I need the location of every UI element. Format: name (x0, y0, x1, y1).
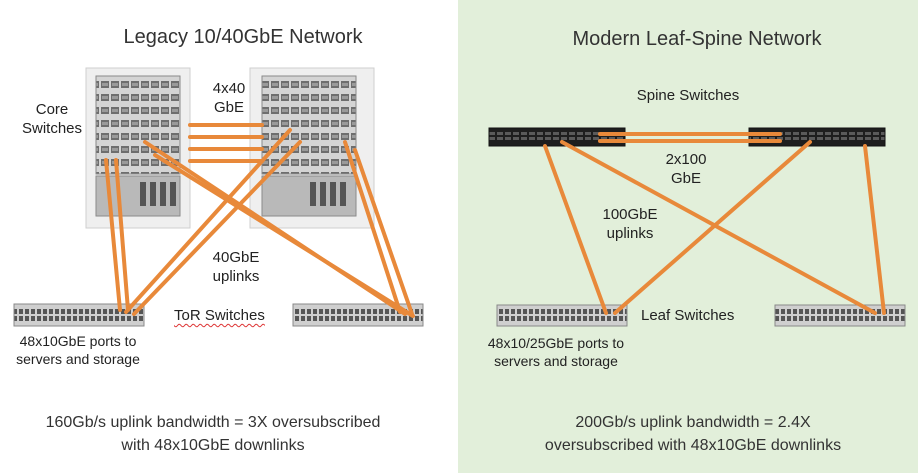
spine-switch-right (748, 127, 886, 147)
modern-title: Modern Leaf-Spine Network (572, 28, 822, 50)
legacy-uplinks-label: 40GbE uplinks (212, 249, 260, 285)
modern-uplinks-label: 100GbE uplinks (602, 206, 658, 242)
uplink (560, 140, 877, 315)
uplink (863, 144, 886, 315)
uplink (613, 140, 812, 315)
spine-link-label: 2x100 GbE (665, 151, 707, 187)
tor-switch-right (292, 303, 424, 327)
core-link-label: 4x40 GbE (212, 80, 246, 116)
leaf-switches-label: Leaf Switches (641, 307, 735, 324)
spine-switch-left (488, 127, 626, 147)
uplink (353, 148, 414, 316)
modern-footer: 200Gb/s uplink bandwidth = 2.4X oversubs… (544, 414, 842, 455)
core-switch-right (249, 67, 375, 229)
spine-switches-label: Spine Switches (636, 87, 740, 104)
uplink (543, 144, 608, 315)
legacy-title: Legacy 10/40GbE Network (123, 26, 363, 48)
modern-network-panel (458, 0, 918, 473)
leaf-switch-right (774, 304, 906, 327)
uplink (153, 153, 415, 318)
legacy-network-panel (0, 0, 458, 473)
tor-switches-label: ToR Switches (174, 307, 265, 324)
uplink (132, 140, 302, 316)
legacy-ports-label: 48x10GbE ports to servers and storage (16, 333, 140, 367)
uplink (114, 158, 130, 312)
uplink (104, 158, 122, 312)
uplink (124, 128, 292, 314)
core-switches-label: Core Switches (21, 101, 83, 137)
uplink (343, 140, 402, 314)
legacy-footer: 160Gb/s uplink bandwidth = 3X oversubscr… (45, 414, 381, 455)
core-switch-left (85, 67, 191, 229)
modern-ports-label: 48x10/25GbE ports to servers and storage (487, 335, 625, 369)
leaf-switch-left (496, 304, 628, 327)
tor-switch-left (13, 303, 145, 327)
